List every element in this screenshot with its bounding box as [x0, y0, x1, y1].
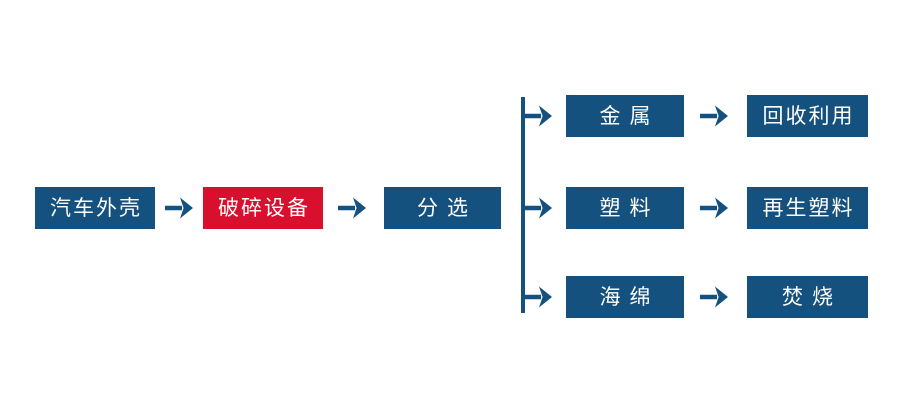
result-node-label: 再生塑料 [762, 195, 855, 220]
flow-node-label: 破碎设备 [218, 195, 310, 220]
branch-node-label: 塑料 [599, 195, 660, 220]
branch-node-label: 海绵 [599, 284, 660, 309]
flow-node-crusher: 破碎设备 [203, 187, 323, 229]
branch-connector-line [521, 97, 525, 313]
branch-node-label: 金属 [599, 103, 660, 128]
flow-node-label: 分选 [417, 195, 477, 220]
arrow-right-icon [338, 197, 366, 219]
arrow-right-icon [700, 105, 728, 127]
flow-node-sorting: 分选 [384, 187, 501, 229]
arrow-right-icon [700, 286, 728, 308]
result-node-recycle: 回收利用 [747, 95, 868, 137]
flow-node-label: 汽车外壳 [50, 195, 142, 220]
result-node-incineration: 焚烧 [747, 276, 868, 318]
arrow-right-icon [524, 197, 552, 219]
branch-node-metal: 金属 [566, 95, 684, 137]
flow-node-car-shell: 汽车外壳 [35, 187, 155, 229]
arrow-right-icon [700, 197, 728, 219]
result-node-label: 回收利用 [762, 103, 855, 128]
branch-node-sponge: 海绵 [566, 276, 684, 318]
result-node-recycled-plastic: 再生塑料 [747, 187, 868, 229]
branch-node-plastic: 塑料 [566, 187, 684, 229]
result-node-label: 焚烧 [782, 284, 842, 309]
arrow-right-icon [165, 197, 193, 219]
arrow-right-icon [524, 105, 552, 127]
arrow-right-icon [524, 286, 552, 308]
